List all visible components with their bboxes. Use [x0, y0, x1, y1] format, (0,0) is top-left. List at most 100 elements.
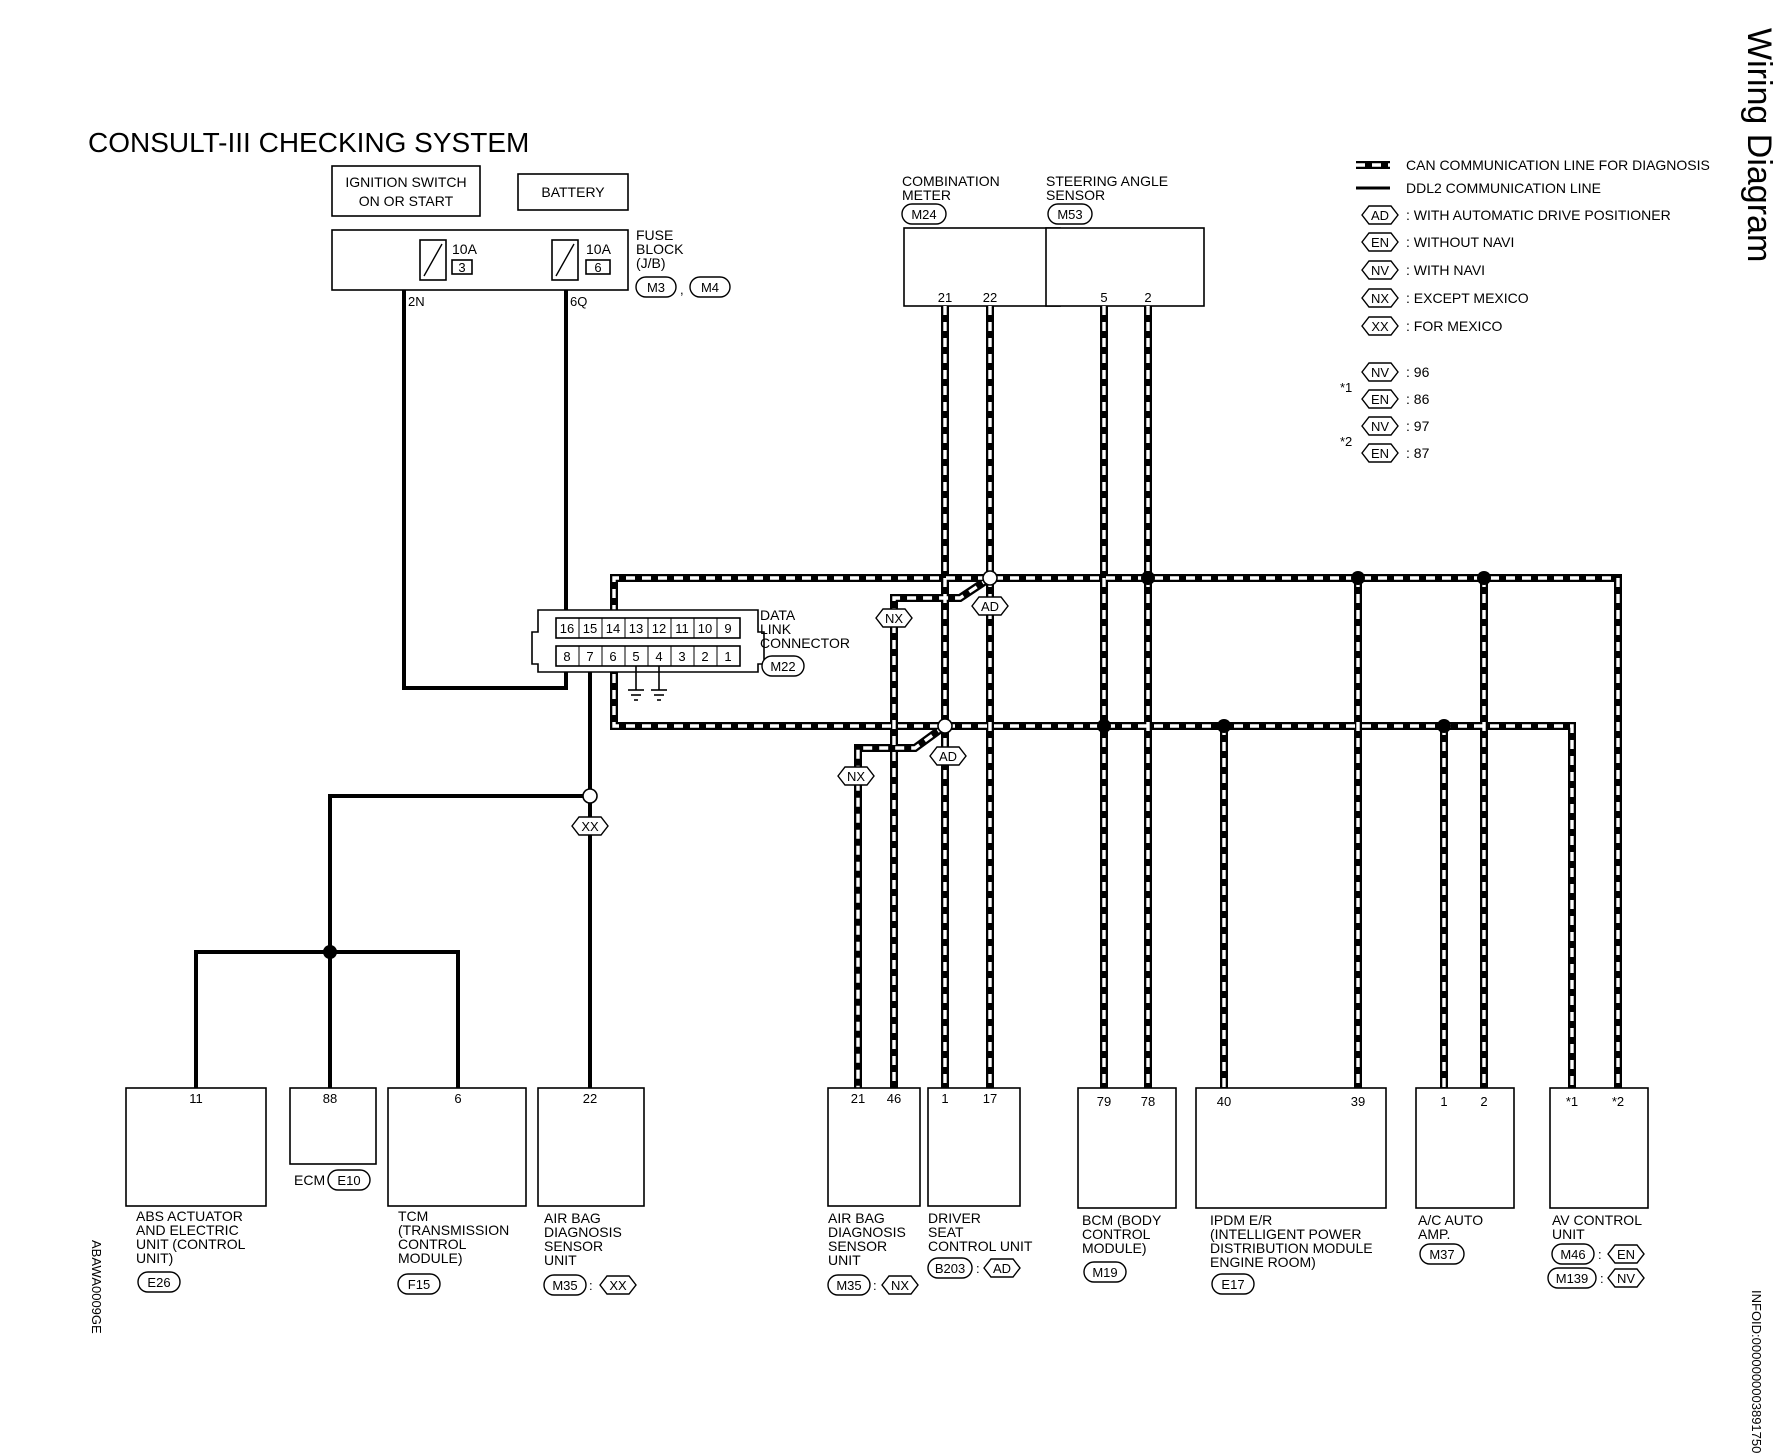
bcm-conn: M19 — [1092, 1265, 1117, 1280]
dlc-pin-1: 1 — [724, 649, 731, 664]
figure-code: ABAWA0009GE — [89, 1240, 104, 1334]
dlc-pin-6: 6 — [609, 649, 616, 664]
airbag-mx-pin-22: 22 — [583, 1091, 597, 1106]
ignition-switch-box — [331, 165, 481, 217]
bcm-label-2: CONTROL — [1082, 1226, 1151, 1242]
dlc-label-1: DATA — [760, 607, 796, 623]
star2-mark: *2 — [1340, 434, 1352, 449]
star1-nv-val: : 96 — [1406, 364, 1430, 380]
airbag-conn: M35 — [836, 1278, 861, 1293]
legend-code-nx: NX — [1371, 291, 1389, 306]
fuse-block-label-3: (J/B) — [636, 255, 666, 271]
seat-label-1: DRIVER — [928, 1210, 981, 1226]
seat-pin-1: 1 — [941, 1091, 948, 1106]
tcm-conn: F15 — [408, 1277, 430, 1292]
can-node-6 — [1437, 719, 1451, 733]
airbag-mx-label-1: AIR BAG — [544, 1210, 601, 1226]
driver-seat-module-box — [927, 1087, 1021, 1207]
svg-text::: : — [873, 1278, 877, 1293]
ipdm-label-4: ENGINE ROOM) — [1210, 1254, 1316, 1270]
steering-conn: M53 — [1057, 207, 1082, 222]
bcm-label-1: BCM (BODY — [1082, 1212, 1162, 1228]
ac-label-1: A/C AUTO — [1418, 1212, 1483, 1228]
star2-en-val: : 87 — [1406, 445, 1430, 461]
abs-conn: E26 — [147, 1275, 170, 1290]
can-node-3 — [1477, 571, 1491, 585]
ipdm-label-3: DISTRIBUTION MODULE — [1210, 1240, 1373, 1256]
airbag-mx-conn: M35 — [552, 1278, 577, 1293]
airbag-mx-label-4: UNIT — [544, 1252, 577, 1268]
star1-mark: *1 — [1340, 380, 1352, 395]
av-label-2: UNIT — [1552, 1226, 1585, 1242]
steering-label-2: SENSOR — [1046, 187, 1105, 203]
ac-module-box — [1415, 1087, 1515, 1209]
fuse-6-num: 6 — [594, 260, 601, 275]
seat-tag: AD — [993, 1261, 1011, 1276]
airbag-label-4: UNIT — [828, 1252, 861, 1268]
legend-codes: AD : WITH AUTOMATIC DRIVE POSITIONER EN … — [1361, 205, 1671, 336]
ac-conn: M37 — [1429, 1247, 1454, 1262]
legend-code-nv: NV — [1371, 263, 1389, 278]
steering-sensor-box — [1045, 227, 1205, 307]
dlc-pins: 16 15 14 13 12 11 10 9 8 7 6 5 4 3 2 1 — [555, 617, 741, 667]
ground-symbols — [628, 666, 667, 701]
bcm-pin-78: 78 — [1141, 1094, 1155, 1109]
dlc-pin-9: 9 — [724, 621, 731, 636]
abs-label-4: UNIT) — [136, 1250, 173, 1266]
fuse-conn-separator: , — [680, 282, 684, 297]
ddl-junction-node — [323, 945, 337, 959]
legend-can: CAN COMMUNICATION LINE FOR DIAGNOSIS — [1406, 157, 1710, 173]
tcm-label-4: MODULE) — [398, 1250, 463, 1266]
tag-nx-upper: NX — [885, 611, 903, 626]
airbag-pin-21: 21 — [851, 1091, 865, 1106]
dlc-label-3: CONNECTOR — [760, 635, 850, 651]
legend-text-en: : WITHOUT NAVI — [1406, 234, 1514, 250]
av-module-box — [1549, 1087, 1649, 1209]
fuse-3-num: 3 — [458, 260, 465, 275]
dlc-pin-5: 5 — [632, 649, 639, 664]
dlc-pin-15: 15 — [583, 621, 597, 636]
av-pin-star2: *2 — [1612, 1094, 1624, 1109]
abs-module-box — [125, 1087, 267, 1207]
star2-en: EN — [1371, 446, 1389, 461]
can-lines — [610, 306, 1622, 1088]
dlc-conn: M22 — [770, 659, 795, 674]
seat-pin-17: 17 — [983, 1091, 997, 1106]
fuse-3-out: 2N — [408, 294, 425, 309]
can-node-2 — [1351, 571, 1365, 585]
ac-label-2: AMP. — [1418, 1226, 1450, 1242]
legend-code-en: EN — [1371, 235, 1389, 250]
steering-pin-2: 2 — [1144, 290, 1151, 305]
battery-box — [517, 173, 629, 211]
legend-text-ad: : WITH AUTOMATIC DRIVE POSITIONER — [1406, 207, 1671, 223]
can-node-4 — [1097, 719, 1111, 733]
dlc-pin-4: 4 — [655, 649, 662, 664]
ecm-pin-88: 88 — [323, 1091, 337, 1106]
dlc-pin-3: 3 — [678, 649, 685, 664]
can-junction-open-upper — [982, 570, 998, 586]
abs-label-3: UNIT (CONTROL — [136, 1236, 246, 1252]
airbag-tag: NX — [891, 1278, 909, 1293]
dlc-pin-12: 12 — [652, 621, 666, 636]
ecm-conn: E10 — [337, 1173, 360, 1188]
legend-text-nx: : EXCEPT MEXICO — [1406, 290, 1529, 306]
svg-text::: : — [589, 1278, 593, 1293]
fuse-block-box — [331, 229, 629, 291]
star1-en: EN — [1371, 392, 1389, 407]
battery-label: BATTERY — [541, 184, 605, 200]
legend-code-ad: AD — [1371, 208, 1389, 223]
svg-text::: : — [1600, 1271, 1604, 1286]
airbag-label-1: AIR BAG — [828, 1210, 885, 1226]
dlc-pin-2: 2 — [701, 649, 708, 664]
ipdm-conn: E17 — [1221, 1277, 1244, 1292]
fuse-block-label-1: FUSE — [636, 227, 673, 243]
tcm-label-3: CONTROL — [398, 1236, 467, 1252]
bcm-module-box — [1077, 1087, 1177, 1209]
ddl-lines — [194, 672, 592, 1088]
dlc-pin-13: 13 — [629, 621, 643, 636]
legend-star-notes: *1 NV : 96 EN : 86 *2 NV : 97 EN : 87 — [1340, 362, 1430, 463]
dlc-label-2: LINK — [760, 621, 792, 637]
ipdm-label-2: (INTELLIGENT POWER — [1210, 1226, 1361, 1242]
airbag-mx-label-2: DIAGNOSIS — [544, 1224, 622, 1240]
